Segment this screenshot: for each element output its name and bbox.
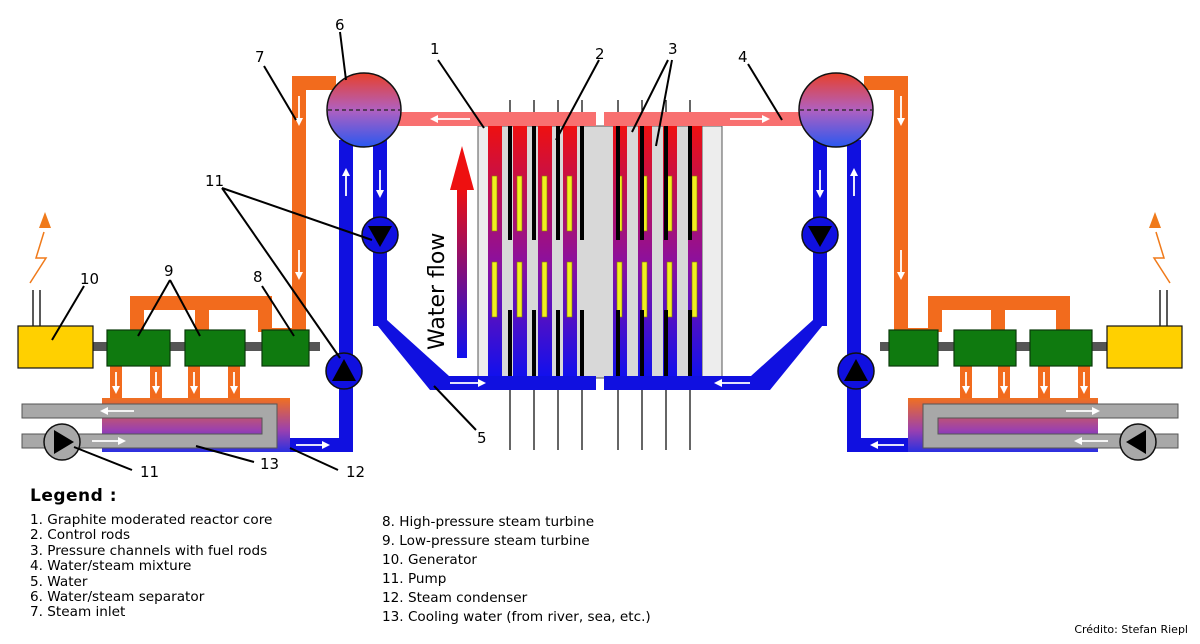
control-rod-body <box>508 310 512 380</box>
control-rod-body <box>508 122 512 240</box>
reactor-core <box>477 100 723 450</box>
water-pipes-left <box>282 140 449 452</box>
control-rod-body <box>580 310 584 380</box>
generator-right <box>1106 212 1183 369</box>
fuel-rod <box>491 261 498 318</box>
water-header-left <box>436 376 596 390</box>
pressure-channel <box>538 126 552 378</box>
legend-item: 5. Water <box>30 573 88 590</box>
leader-lines <box>51 31 783 471</box>
callout-7: 7 <box>255 48 265 66</box>
legend-item: 10. Generator <box>382 552 477 568</box>
control-rod-body <box>664 310 668 380</box>
legend-title: Legend : <box>30 486 118 506</box>
mixture-header-right <box>604 112 802 126</box>
control-rod-body <box>532 122 536 240</box>
pressure-channel <box>488 126 502 378</box>
control-rod-body <box>532 310 536 380</box>
turbines-right <box>888 329 1093 367</box>
flow-arrows <box>92 96 1108 449</box>
callout-12: 12 <box>346 463 365 481</box>
pressure-channel <box>563 126 577 378</box>
legend-item: 3. Pressure channels with fuel rods <box>30 542 268 559</box>
control-rod-body <box>640 310 644 380</box>
control-rod-body <box>664 122 668 240</box>
callout-2: 2 <box>595 45 605 63</box>
steam-line-right <box>864 76 908 341</box>
legend-item: 12. Steam condenser <box>382 590 528 606</box>
legend-item: 11. Pump <box>382 571 447 587</box>
steam-line-left <box>292 76 336 341</box>
water-pipes-right <box>751 140 918 452</box>
separator-drum-right <box>798 72 874 148</box>
pump-left-upper <box>361 216 399 254</box>
callout-10: 10 <box>80 270 99 288</box>
water-flow-arrow <box>450 146 474 358</box>
fuel-rod <box>566 175 573 232</box>
fuel-rod <box>616 261 623 318</box>
legend-item: 7. Steam inlet <box>30 604 126 621</box>
fuel-rod <box>566 261 573 318</box>
fuel-rod <box>641 261 648 318</box>
legend-item: 8. High-pressure steam turbine <box>382 514 595 530</box>
callout-13: 13 <box>260 455 279 473</box>
pump-right-upper <box>801 216 839 254</box>
water-flow-label: Water flow <box>425 233 450 350</box>
control-rod-body <box>616 310 620 380</box>
control-rod-body <box>616 122 620 240</box>
legend-item: 13. Cooling water (from river, sea, etc.… <box>382 609 651 625</box>
legend-column-right: 8. High-pressure steam turbine 9. Low-pr… <box>382 513 651 627</box>
control-rod-body <box>640 122 644 240</box>
cooling-pump-left <box>43 423 81 461</box>
fuel-rod <box>666 261 673 318</box>
image-credit: Crédito: Stefan Riepl <box>1074 623 1188 636</box>
pump-right-lower <box>837 352 875 390</box>
callout-11-top: 11 <box>205 172 224 190</box>
condenser-right <box>908 398 1179 452</box>
pump-left-lower <box>325 352 363 390</box>
control-rod-body <box>556 122 560 240</box>
callout-9: 9 <box>164 262 174 280</box>
separator-drum-left <box>326 72 402 148</box>
fuel-rod <box>516 175 523 232</box>
callout-8: 8 <box>253 268 263 286</box>
control-rod-body <box>688 122 692 240</box>
cooling-pump-right <box>1119 423 1157 461</box>
legend-item: 1. Graphite moderated reactor core <box>30 512 273 528</box>
callout-6: 6 <box>335 16 345 34</box>
callout-3: 3 <box>668 40 678 58</box>
fuel-rod <box>541 261 548 318</box>
mixture-header-left <box>398 112 596 126</box>
legend: Legend : 1. Graphite moderated reactor c… <box>30 486 1130 636</box>
legend-column-left: 1. Graphite moderated reactor core 2. Co… <box>30 512 273 621</box>
legend-item: 4. Water/steam mixture <box>30 558 192 575</box>
fuel-rod <box>541 175 548 232</box>
legend-item: 9. Low-pressure steam turbine <box>382 533 590 549</box>
control-rod-body <box>580 122 584 240</box>
condenser-left <box>21 398 290 452</box>
fuel-rod <box>691 175 698 232</box>
fuel-rod <box>516 261 523 318</box>
control-rod-body <box>688 310 692 380</box>
turbines-left <box>106 329 310 367</box>
callout-11-bottom: 11 <box>140 463 159 481</box>
pressure-channel <box>513 126 527 378</box>
fuel-rod <box>691 261 698 318</box>
callout-5: 5 <box>477 429 487 447</box>
callout-1: 1 <box>430 40 440 58</box>
legend-item: 6. Water/steam separator <box>30 589 205 606</box>
control-rod-body <box>556 310 560 380</box>
fuel-rod <box>491 175 498 232</box>
callout-4: 4 <box>738 48 748 66</box>
water-header-right <box>604 376 764 390</box>
legend-item: 2. Control rods <box>30 527 131 544</box>
